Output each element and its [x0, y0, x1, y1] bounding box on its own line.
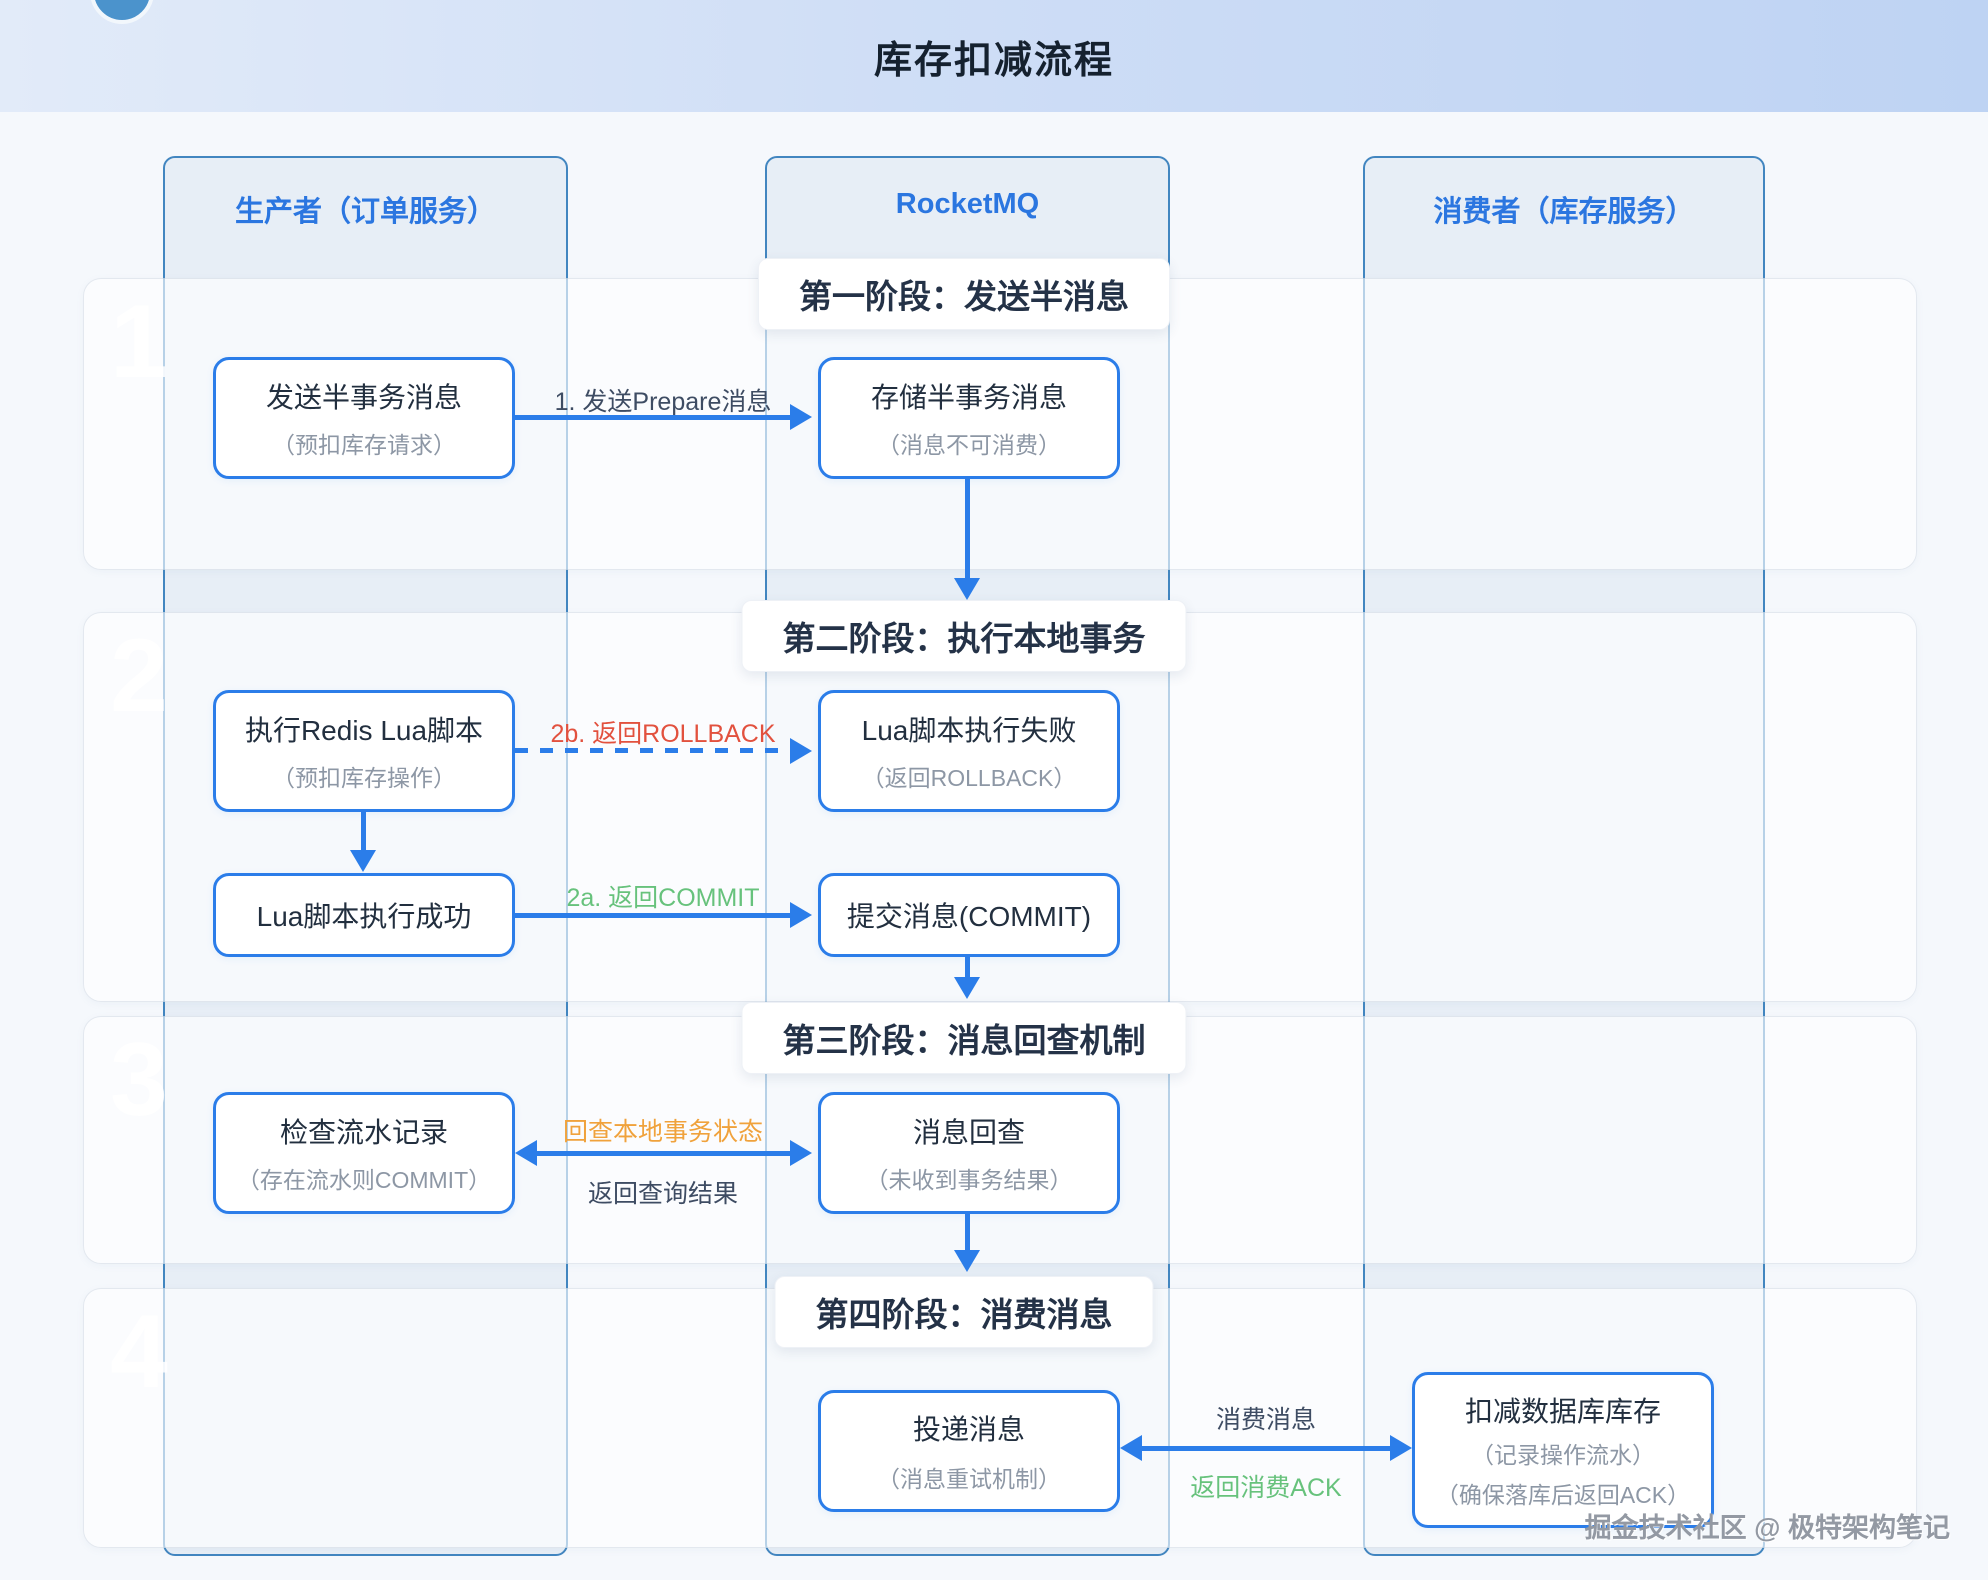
phase-4-number: 4 [110, 1294, 168, 1410]
node-subtitle-2: （确保落库后返回ACK） [1435, 1482, 1691, 1508]
arrow-consume-left-head-icon [1120, 1435, 1142, 1461]
arrow-prepare-head-icon [790, 404, 812, 430]
arrow-exec-down-head-icon [350, 850, 376, 872]
node-lua-success: Lua脚本执行成功 [213, 873, 515, 957]
arrow-commit-head-icon [790, 902, 812, 928]
arrow-consume-line [1142, 1446, 1390, 1451]
phase-3-number: 3 [110, 1022, 168, 1138]
node-deduct-db-stock: 扣减数据库库存 （记录操作流水） （确保落库后返回ACK） [1412, 1372, 1714, 1528]
node-title: 提交消息(COMMIT) [846, 901, 1092, 932]
node-title: 投递消息 [912, 1414, 1025, 1445]
node-subtitle: （消息不可消费） [877, 432, 1061, 458]
arrow-msgcheck-down-head-icon [954, 1250, 980, 1272]
phase-2-title: 第二阶段：执行本地事务 [741, 600, 1187, 672]
arrow-rollback-head-icon [790, 738, 812, 764]
node-subtitle: （预扣库存操作） [272, 765, 456, 791]
lane-rocketmq-title: RocketMQ [895, 188, 1040, 220]
phase-3-title: 第三阶段：消息回查机制 [741, 1002, 1187, 1074]
node-send-half-message: 发送半事务消息 （预扣库存请求） [213, 357, 515, 479]
node-deliver-message: 投递消息 （消息重试机制） [818, 1390, 1120, 1512]
arrow-checkback-line [537, 1151, 790, 1156]
arrow-consume-label-top: 消费消息 [1215, 1406, 1317, 1434]
arrow-store-down-head-icon [954, 578, 980, 600]
arrow-exec-down-line [361, 812, 366, 852]
node-commit-message: 提交消息(COMMIT) [818, 873, 1120, 957]
node-check-record: 检查流水记录 （存在流水则COMMIT） [213, 1092, 515, 1214]
lane-consumer-title: 消费者（库存服务） [1433, 196, 1695, 228]
watermark: 掘金技术社区 @ 极特架构笔记 [1584, 1513, 1950, 1543]
arrow-checkback-label-bottom: 返回查询结果 [587, 1180, 739, 1208]
node-store-half-message: 存储半事务消息 （消息不可消费） [818, 357, 1120, 479]
node-exec-redis-lua: 执行Redis Lua脚本 （预扣库存操作） [213, 690, 515, 812]
arrow-store-down-line [965, 479, 970, 578]
arrow-prepare-label: 1. 发送Prepare消息 [554, 388, 772, 416]
arrow-rollback-line [515, 748, 790, 753]
arrow-checkback-label-top: 回查本地事务状态 [562, 1118, 764, 1146]
arrow-checkback-right-head-icon [790, 1140, 812, 1166]
node-lua-fail: Lua脚本执行失败 （返回ROLLBACK） [818, 690, 1120, 812]
lane-producer-title: 生产者（订单服务） [234, 196, 496, 228]
node-title: Lua脚本执行成功 [256, 901, 472, 932]
node-subtitle: （预扣库存请求） [272, 432, 456, 458]
node-subtitle: （消息重试机制） [877, 1466, 1061, 1492]
arrow-consume-label-bottom: 返回消费ACK [1190, 1474, 1342, 1502]
node-subtitle: （记录操作流水） [1471, 1442, 1655, 1468]
arrow-prepare-line [515, 415, 790, 420]
node-subtitle: （未收到事务结果） [865, 1167, 1073, 1193]
phase-4-title: 第四阶段：消费消息 [774, 1276, 1154, 1348]
page-header: 库存扣减流程 [0, 0, 1988, 112]
phase-1-number: 1 [110, 284, 168, 400]
node-message-checkback: 消息回查 （未收到事务结果） [818, 1092, 1120, 1214]
arrow-commit-label: 2a. 返回COMMIT [566, 884, 760, 912]
arrow-rollback-label: 2b. 返回ROLLBACK [550, 720, 776, 748]
node-title: 存储半事务消息 [870, 382, 1067, 413]
arrow-consume-right-head-icon [1390, 1435, 1412, 1461]
phase-1-title: 第一阶段：发送半消息 [758, 258, 1170, 330]
arrow-commit-line [515, 913, 790, 918]
arrow-msgcheck-down-line [965, 1214, 970, 1252]
node-title: 执行Redis Lua脚本 [244, 715, 484, 746]
node-title: 发送半事务消息 [265, 382, 462, 413]
phase-2-number: 2 [110, 618, 168, 734]
arrow-checkback-left-head-icon [515, 1140, 537, 1166]
page-title: 库存扣减流程 [873, 39, 1114, 82]
node-title: Lua脚本执行失败 [861, 715, 1077, 746]
node-title: 检查流水记录 [279, 1117, 448, 1148]
node-subtitle: （返回ROLLBACK） [861, 765, 1077, 791]
arrow-commitmsg-down-line [965, 957, 970, 979]
node-subtitle: （存在流水则COMMIT） [236, 1167, 492, 1193]
node-title: 消息回查 [912, 1117, 1025, 1148]
node-title: 扣减数据库库存 [1464, 1396, 1661, 1427]
arrow-commitmsg-down-head-icon [954, 977, 980, 999]
